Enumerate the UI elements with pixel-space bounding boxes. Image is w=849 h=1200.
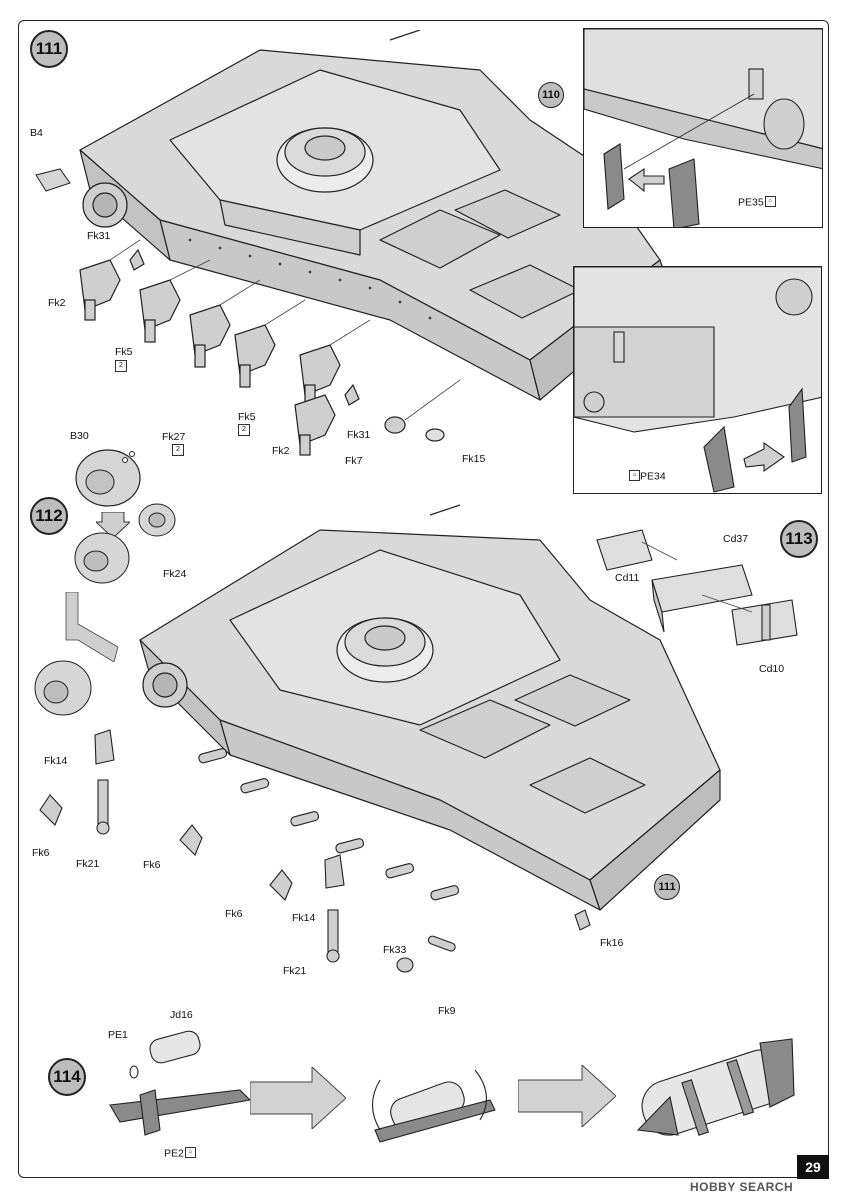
label-pe1: PE1 [108,1029,128,1041]
rolled-tarp-result [636,1038,795,1136]
label-fk9: Fk9 [438,1005,456,1017]
arrow-diagonal-icon [65,592,119,662]
qty-fk5-b: 2 [238,424,250,436]
label-fk31-a: Fk31 [87,230,111,242]
pe-icon: ⌂ [629,470,640,481]
page-number: 29 [797,1155,829,1179]
step-112-badge: 112 [30,497,68,535]
b4-part [35,168,71,192]
label-fk33: Fk33 [383,944,407,956]
label-pe34-text: PE34 [640,470,666,483]
label-cd11: Cd11 [615,572,640,584]
label-fk6-b: Fk6 [143,859,161,871]
page-frame [18,20,829,1178]
label-pe35: PE35⌂ [738,196,776,209]
inset-pe34: ⌂PE34 [573,266,822,494]
label-fk2-a: Fk2 [48,297,66,309]
label-fk27: Fk27 [162,431,186,443]
step-113-badge: 113 [780,520,818,558]
lower-suspension-parts [39,729,591,973]
label-pe34: ⌂PE34 [628,470,666,483]
pe-icon: ⌂ [184,1147,196,1158]
upper-hull-illustration [79,30,671,401]
step-111-badge: 111 [30,30,68,68]
label-fk6-a: Fk6 [32,847,50,859]
watermark-text: HOBBY SEARCH [690,1180,794,1194]
step-111-ref-badge: 111 [654,874,680,900]
label-fk21-b: Fk21 [283,965,307,977]
sprocket-assembly [74,503,176,584]
arrow-right-icon [250,1067,346,1129]
inset-pe35-drawing [584,29,822,227]
label-fk31-b: Fk31 [347,429,371,441]
label-b4: B4 [30,127,43,139]
label-fk5-b: Fk5 [238,411,256,423]
inset-pe35: PE35⌂ [583,28,823,228]
label-fk16: Fk16 [600,937,624,949]
label-fk2-b: Fk2 [272,445,290,457]
qty-fk5-a: 2 [115,360,127,372]
qty-fk27: 2 [172,444,184,456]
label-fk14-b: Fk14 [292,912,316,924]
label-cd37: Cd37 [723,533,749,545]
crate-assembly [596,529,798,646]
step-114-parts [109,1030,252,1136]
b30-hub [75,449,141,507]
label-fk7: Fk7 [345,455,363,467]
suspension-arms-111 [79,239,461,456]
label-pe2-text: PE2 [164,1147,184,1160]
label-fk15: Fk15 [462,453,486,465]
label-b30: B30 [70,430,89,442]
sprocket-on-hull [34,660,92,716]
label-fk14-a: Fk14 [44,755,68,767]
label-fk24: Fk24 [163,568,187,580]
label-jd16: Jd16 [170,1009,193,1021]
label-fk21-a: Fk21 [76,858,100,870]
arrow-down-icon [96,512,130,538]
label-pe2: PE2⌂ [164,1147,196,1160]
label-fk6-c: Fk6 [225,908,243,920]
inset-pe34-drawing [574,267,821,493]
pe-icon: ⌂ [764,196,776,207]
arrow-right-icon [518,1065,616,1127]
step-114-roll-illustration [371,1069,496,1143]
label-cd10: Cd10 [759,663,785,675]
step-114-badge: 114 [48,1058,86,1096]
label-pe35-text: PE35 [738,196,764,209]
label-fk5-a: Fk5 [115,346,133,358]
lower-hull-illustration [139,504,721,911]
step-110-ref-badge: 110 [538,82,564,108]
